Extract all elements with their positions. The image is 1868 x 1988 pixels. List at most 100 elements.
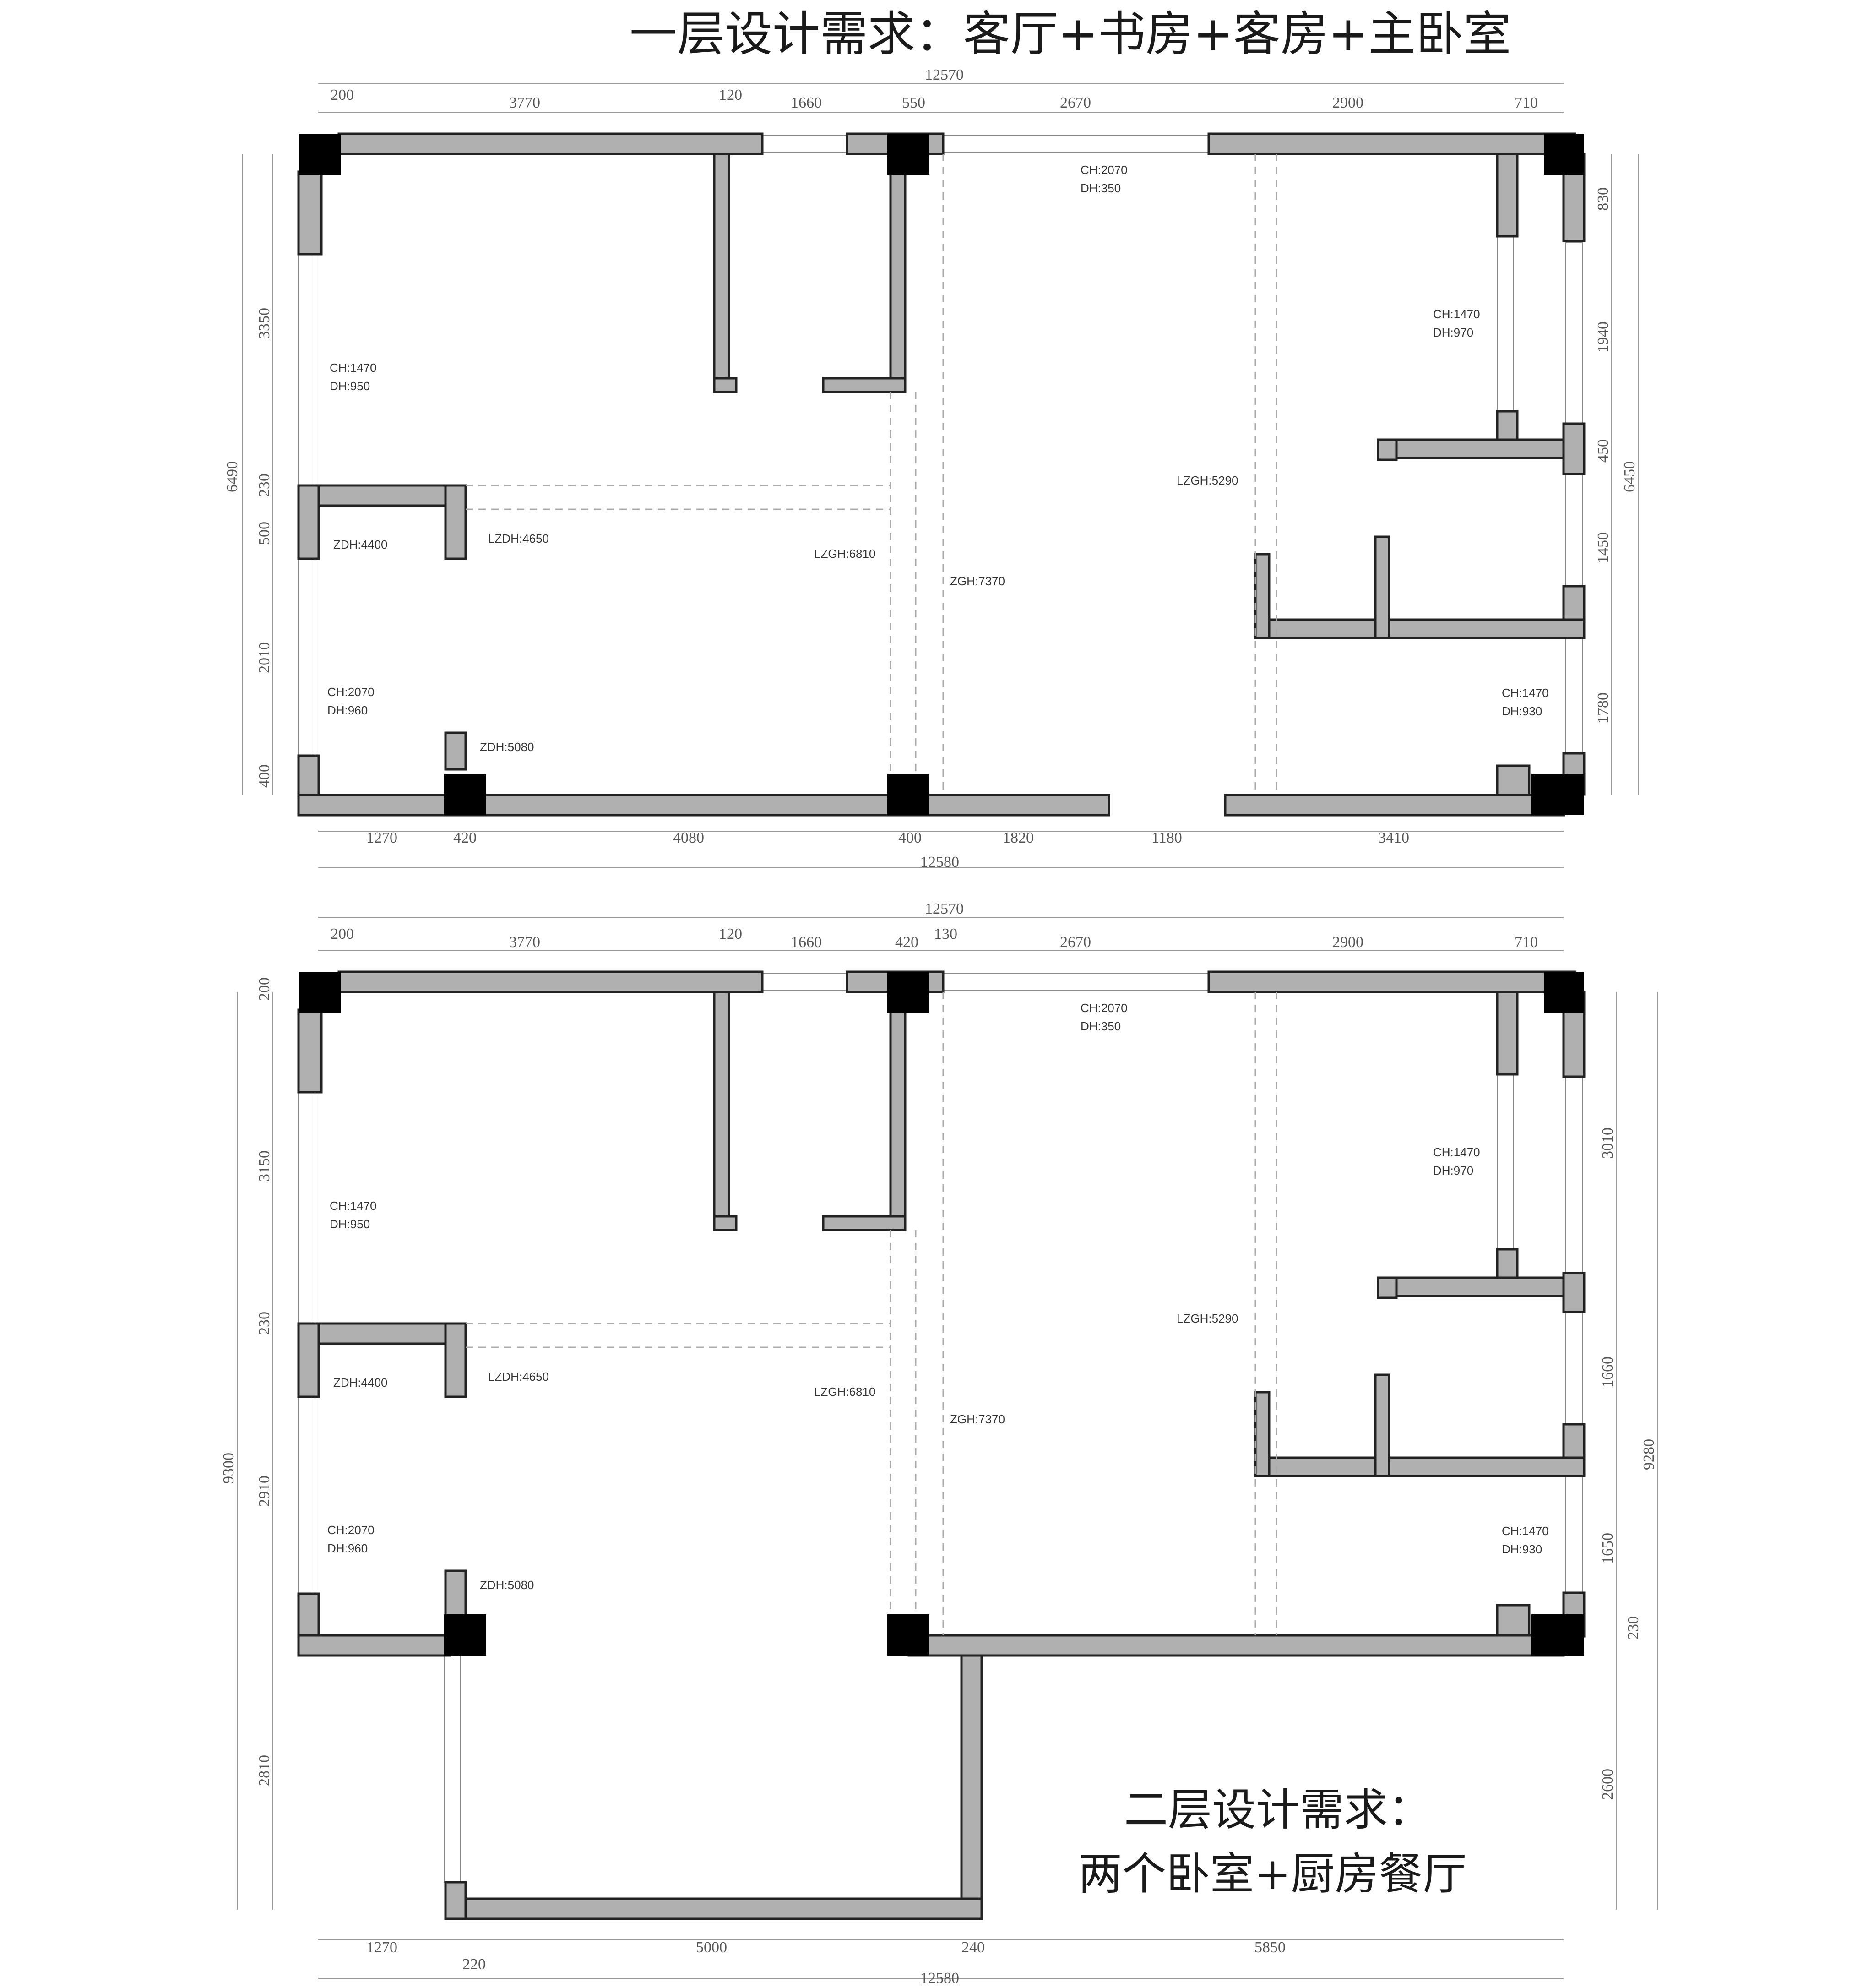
floor1-zdh-b: ZDH:5080 bbox=[480, 740, 534, 754]
floor2-wall-mid-left bbox=[297, 1322, 467, 1345]
floor2-zdh-b: ZDH:5080 bbox=[480, 1578, 534, 1592]
floor2-left-dim-5: 2810 bbox=[256, 1755, 273, 1786]
floor1-window-left-b bbox=[298, 558, 315, 756]
floor1-bottom-dim-6: 1180 bbox=[1151, 829, 1182, 846]
floor1-right-dim-4: 1450 bbox=[1595, 532, 1612, 563]
floor1-dh-left-b: DH:960 bbox=[327, 703, 368, 717]
floor2-zdh-a: ZDH:4400 bbox=[333, 1376, 388, 1389]
floor2-window-left-a bbox=[298, 1089, 315, 1324]
floor2-top-dim-8: 2900 bbox=[1332, 934, 1363, 951]
floor2-top-dim-5: 420 bbox=[895, 934, 918, 951]
floor1-bottom-dim-1: 1270 bbox=[366, 829, 397, 846]
floor2-top-dim-4: 1660 bbox=[791, 934, 822, 951]
floor1-window-top-left bbox=[760, 135, 847, 153]
floor1-bottom-dim-5: 1820 bbox=[1003, 829, 1034, 846]
floor1-wall-top-3 bbox=[1207, 132, 1576, 155]
floor1-window-top-mid bbox=[943, 135, 1209, 153]
floor1-window-right-c bbox=[1565, 636, 1583, 756]
floor2-wall-kitchen-right bbox=[960, 1654, 983, 1920]
floor1-top-dim-7: 2900 bbox=[1332, 94, 1363, 111]
floor1-ch-right-b: CH:1470 bbox=[1502, 686, 1549, 700]
floor1-left-dim-4: 2010 bbox=[256, 642, 273, 673]
floor1-column-br bbox=[1531, 774, 1584, 815]
floor1-wall-bath-m bbox=[1374, 535, 1390, 639]
floor1-wall-bottom-2 bbox=[1224, 794, 1565, 817]
floor1-wall-bottom-1 bbox=[297, 794, 1110, 817]
floor1-wall-study-a bbox=[713, 153, 730, 393]
floor2-window-right-c bbox=[1565, 1474, 1583, 1594]
floor2-bottom-dim-4: 5850 bbox=[1254, 1939, 1286, 1956]
floor1-column-bm bbox=[887, 774, 929, 815]
floor1-lzgh-b: LZGH:5290 bbox=[1177, 474, 1238, 487]
floor1-top-dim-1: 200 bbox=[331, 87, 354, 103]
floor2-bottom-dim-2: 5000 bbox=[696, 1939, 727, 1956]
floor1-bottom-dim-2: 420 bbox=[453, 829, 477, 846]
floor2-left-dim-4: 2910 bbox=[256, 1476, 273, 1507]
floor2-top-total: 12570 bbox=[925, 900, 964, 917]
floor1-wall-right-arm bbox=[1377, 438, 1586, 459]
floor1-plan: 一层设计需求：客厅+书房+客房+主卧室 12570 200 3770 120 1… bbox=[224, 6, 1639, 871]
floor1-window-right-a bbox=[1497, 233, 1514, 413]
floor1-wall-mid-left bbox=[297, 484, 467, 507]
floor1-right-total: 6450 bbox=[1621, 461, 1638, 492]
floor1-left-dim-1: 3350 bbox=[256, 308, 273, 339]
floor2-column-tr bbox=[1544, 972, 1584, 1013]
floor1-window-right-a2 bbox=[1565, 242, 1583, 426]
floor2-column-bm bbox=[887, 1614, 929, 1656]
floor2-title-line2: 两个卧室+厨房餐厅 bbox=[1078, 1848, 1466, 1900]
floor2-window-top-mid bbox=[943, 973, 1209, 991]
floor1-lzdh: LZDH:4650 bbox=[488, 532, 549, 545]
floor1-wall-study-a-foot bbox=[713, 377, 738, 393]
floor2-wall-bath-l bbox=[1254, 1391, 1271, 1477]
floor2-zgh: ZGH:7370 bbox=[950, 1412, 1005, 1426]
floor2-wall-kitchen-left bbox=[444, 1881, 467, 1920]
floor2-top-dim-7: 2670 bbox=[1060, 934, 1091, 951]
floor2-right-dim-2: 1660 bbox=[1599, 1356, 1616, 1388]
floor2-right-dim-3: 1650 bbox=[1599, 1533, 1616, 1564]
floor1-ch-left-b: CH:2070 bbox=[327, 685, 375, 699]
floor2-dh-left-b: DH:960 bbox=[327, 1541, 368, 1555]
floor2-window-right-a2 bbox=[1565, 1076, 1583, 1274]
floor1-window-left-a bbox=[298, 251, 315, 486]
floor2-lzdh: LZDH:4650 bbox=[488, 1370, 549, 1383]
floor2-window-right-b bbox=[1565, 1312, 1583, 1425]
floor1-top-dim-3: 120 bbox=[719, 87, 742, 103]
floor2-window-lower-left bbox=[444, 1653, 461, 1883]
floor2-right-dim-1: 3010 bbox=[1599, 1127, 1616, 1159]
floor1-dh-right-b: DH:930 bbox=[1502, 704, 1542, 718]
floor2-wall-bottom-right bbox=[907, 1634, 1565, 1657]
floor2-wall-left-top bbox=[297, 1008, 323, 1094]
floor1-ch-right-a: CH:1470 bbox=[1433, 307, 1480, 321]
floor1-top-dim-8: 710 bbox=[1515, 94, 1538, 111]
floor2-lzgh-a: LZGH:6810 bbox=[814, 1385, 875, 1399]
floor1-wall-right-edge-b bbox=[1562, 422, 1586, 475]
floor2-left-dim-3: 230 bbox=[256, 1312, 273, 1335]
floor2-wall-mid-left-drop2 bbox=[444, 1322, 467, 1398]
floor2-top-dim-1: 200 bbox=[331, 926, 354, 942]
floor1-wall-bath-l bbox=[1254, 553, 1271, 639]
floor1-column-tl bbox=[299, 134, 341, 175]
floor2-column-tl bbox=[299, 972, 341, 1013]
floor1-wall-mid-left-drop bbox=[297, 484, 320, 560]
floor1-top-dim-6: 2670 bbox=[1060, 94, 1091, 111]
floor2-column-tm bbox=[887, 972, 929, 1013]
floor1-wall-door-post bbox=[444, 731, 467, 771]
floor2-ch-left-a: CH:1470 bbox=[330, 1199, 377, 1213]
floor2-wall-study-a bbox=[713, 991, 730, 1231]
floor2-wall-study-b-foot bbox=[822, 1215, 907, 1231]
floor2-plan: 12570 200 3770 120 1660 420 130 2670 290… bbox=[220, 900, 1658, 1987]
floor2-top-dim-2: 3770 bbox=[509, 934, 540, 951]
floor2-ch-right-a: CH:1470 bbox=[1433, 1145, 1480, 1159]
floor1-right-dim-3: 450 bbox=[1595, 439, 1612, 463]
floor1-wall-study-b bbox=[889, 153, 907, 393]
floor1-left-total: 6490 bbox=[224, 461, 241, 492]
floor2-top-dim-6: 130 bbox=[934, 926, 957, 942]
floor2-right-total: 9280 bbox=[1640, 1439, 1657, 1470]
floor1-wall-right-arm-tip bbox=[1377, 438, 1398, 461]
floor2-wall-door-post bbox=[444, 1569, 467, 1618]
floor1-zgh: ZGH:7370 bbox=[950, 574, 1005, 588]
floor1-wall-corner-box bbox=[1496, 764, 1531, 796]
floor1-column-tr bbox=[1544, 134, 1584, 175]
floor1-ch-left-a: CH:1470 bbox=[330, 361, 377, 375]
